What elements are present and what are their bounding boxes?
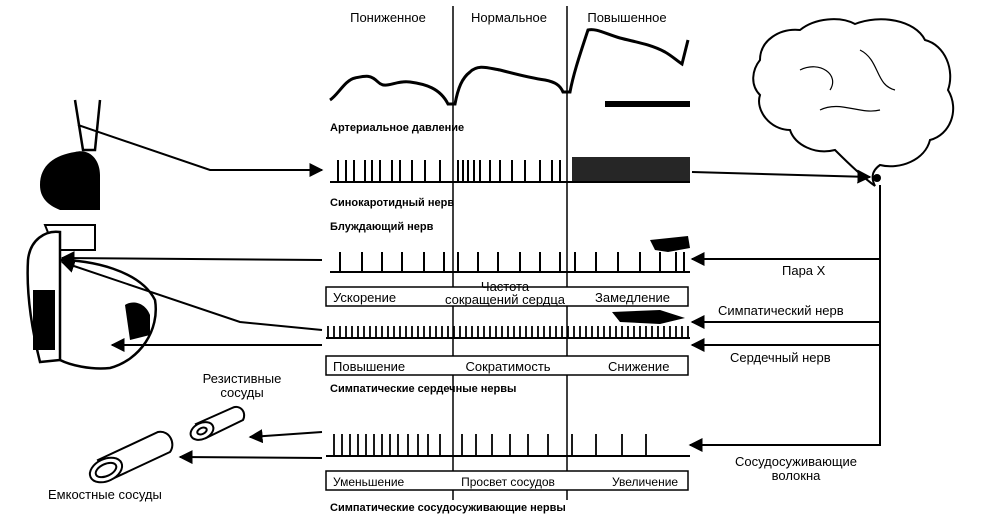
vagus-nerve-spikes bbox=[339, 252, 685, 272]
lumen-box bbox=[325, 470, 689, 491]
vaso-nerve-spikes bbox=[333, 434, 647, 456]
pressure-low-label: Пониженное bbox=[350, 10, 426, 25]
brain-folds bbox=[799, 49, 896, 112]
brain-stem-node bbox=[873, 174, 881, 182]
lumen-left: Уменьшение bbox=[333, 475, 405, 489]
brain-icon bbox=[752, 18, 955, 187]
rate-center-2: сокращений сердца bbox=[445, 292, 566, 307]
column-dividers bbox=[452, 6, 568, 500]
pressure-normal-label: Нормальное bbox=[471, 10, 547, 25]
contractility-box bbox=[325, 355, 689, 376]
rate-center-1: Частота bbox=[481, 279, 530, 294]
contract-center: Сократимость bbox=[465, 359, 550, 374]
contract-right: Снижение bbox=[608, 359, 669, 374]
cardiac-nerve-spikes bbox=[327, 326, 689, 338]
lumen-right: Увеличение bbox=[612, 475, 678, 489]
arterial-pressure-curve bbox=[329, 28, 690, 106]
capacitance-vessel-icon bbox=[88, 430, 174, 484]
nerve-connectors bbox=[60, 124, 881, 465]
resistive-vessels-label-2: сосуды bbox=[220, 385, 263, 400]
carotid-burst bbox=[572, 157, 690, 182]
carotid-nerve-spikes bbox=[337, 160, 561, 182]
resistive-vessels-label-1: Резистивные bbox=[203, 371, 282, 386]
rate-right: Замедление bbox=[595, 290, 670, 305]
heart-rate-box bbox=[325, 286, 689, 307]
vagus-nerve-label: Блуждающий нерв bbox=[330, 221, 434, 233]
rate-left: Ускорение bbox=[333, 290, 396, 305]
capacitance-vessels-label: Емкостные сосуды bbox=[48, 487, 162, 502]
scale-bar bbox=[605, 101, 690, 107]
sympathetic-nerve-label: Симпатический нерв bbox=[718, 303, 844, 318]
contract-left: Повышение bbox=[333, 359, 405, 374]
sympathetic-cardiac-label: Симпатические сердечные нервы bbox=[330, 383, 516, 395]
pressure-high-label: Повышенное bbox=[587, 10, 666, 25]
arterial-pressure-label: Артериальное давление bbox=[330, 122, 464, 134]
sympathetic-vaso-label: Симпатические сосудосуживающие нервы bbox=[330, 502, 566, 514]
rate-mark bbox=[612, 310, 685, 324]
lumen-center: Просвет сосудов bbox=[461, 475, 555, 489]
vaso-fibers-label-1: Сосудосуживающие bbox=[735, 454, 857, 469]
vagus-mark bbox=[650, 236, 690, 252]
vaso-fibers-label-2: волокна bbox=[772, 468, 822, 483]
resistive-vessel-icon bbox=[189, 406, 246, 441]
heart-icon bbox=[26, 99, 158, 370]
pair-x-label: Пара X bbox=[782, 263, 826, 278]
carotid-nerve-label: Синокаротидный нерв bbox=[330, 197, 454, 209]
cardiac-nerve-label: Сердечный нерв bbox=[730, 350, 831, 365]
